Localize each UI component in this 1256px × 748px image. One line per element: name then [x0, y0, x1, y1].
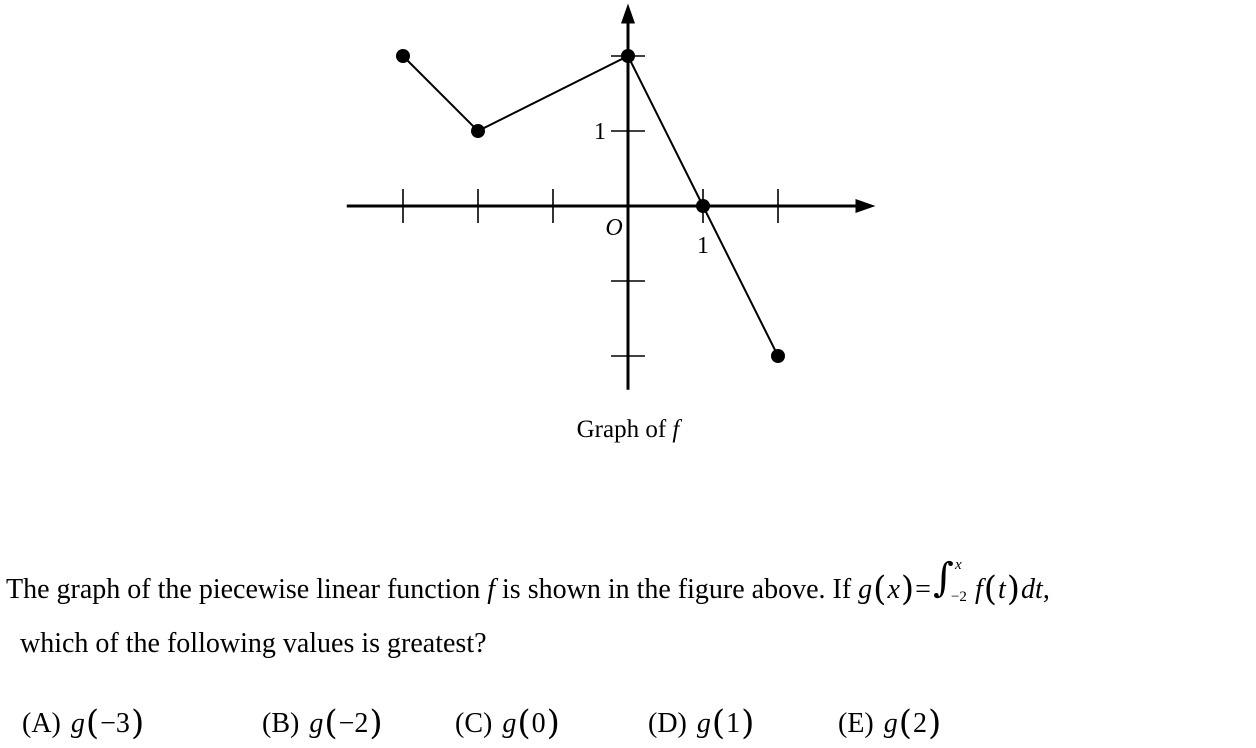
- integrand-right-paren: ): [1006, 569, 1021, 609]
- choice-arg: 1: [726, 708, 741, 739]
- question-line-2: which of the following values is greates…: [20, 628, 487, 659]
- choice-label: (D): [648, 708, 687, 739]
- integrand-left-paren: (: [983, 569, 997, 609]
- answer-choices: (A)g(−3) (B)g(−2) (C)g(0) (D)g(1) (E)g(2…: [0, 698, 1256, 748]
- choice-label: (C): [455, 708, 493, 739]
- x-axis-arrow: [855, 199, 876, 213]
- choice-fn: g: [696, 708, 711, 739]
- data-point: [396, 49, 410, 63]
- function-points: [396, 49, 785, 363]
- data-point: [471, 124, 485, 138]
- integral-lower-limit: −2: [950, 589, 967, 605]
- choice-left-paren: (: [517, 703, 531, 743]
- question-part-2: is shown in the figure above. If: [495, 574, 859, 605]
- choice-arg: 0: [531, 708, 546, 739]
- question-function-f: f: [487, 574, 496, 605]
- choice-fn: g: [883, 708, 898, 739]
- choice-left-paren: (: [898, 703, 913, 743]
- choice-b[interactable]: (B) g(−2): [262, 706, 384, 740]
- integrand-t: t: [997, 574, 1006, 605]
- choice-d[interactable]: (D) g(1): [648, 706, 755, 740]
- question-line-1: The graph of the piecewise linear functi…: [6, 558, 1050, 609]
- choice-fn: g: [502, 708, 517, 739]
- choice-left-paren: (: [324, 703, 338, 743]
- data-point: [771, 349, 785, 363]
- equals-sign: =: [915, 574, 931, 605]
- choice-label: (E): [838, 708, 874, 739]
- integrand-f: f: [974, 574, 983, 605]
- caption-function: f: [672, 416, 680, 443]
- choice-left-paren: (: [85, 703, 100, 743]
- choice-arg: −3: [100, 708, 130, 739]
- choice-arg: −2: [338, 708, 369, 739]
- caption-prefix: Graph of: [576, 416, 673, 443]
- integral-sign: ∫: [932, 555, 954, 601]
- x-symbol: x: [887, 574, 900, 605]
- g-symbol: g: [858, 574, 873, 605]
- choice-right-paren: ): [130, 703, 145, 743]
- y-tick-label: 1: [594, 119, 606, 145]
- question-part-1: The graph of the piecewise linear functi…: [6, 574, 488, 605]
- choice-c[interactable]: (C) g(0): [455, 706, 561, 740]
- figure-caption: Graph of f: [577, 416, 680, 444]
- choice-left-paren: (: [711, 703, 726, 743]
- left-paren: (: [873, 569, 887, 609]
- choice-right-paren: ): [928, 703, 942, 743]
- choice-label: (A): [22, 708, 61, 739]
- integral-upper-limit: x: [954, 557, 962, 573]
- origin-label: O: [605, 215, 622, 241]
- tick-labels: 11O: [594, 119, 709, 259]
- choice-label: (B): [262, 708, 300, 739]
- choice-fn: g: [70, 708, 85, 739]
- choice-right-paren: ): [546, 703, 560, 743]
- data-point: [696, 199, 710, 213]
- choice-arg: 2: [913, 708, 928, 739]
- graph-of-f: 11O: [346, 3, 876, 390]
- right-paren: ): [900, 569, 915, 609]
- integral: ∫x −2: [931, 558, 975, 605]
- axes: [346, 3, 876, 390]
- question-comma: ,: [1042, 574, 1050, 605]
- choice-e[interactable]: (E) g(2): [838, 706, 942, 740]
- choice-fn: g: [309, 708, 324, 739]
- choice-right-paren: ): [369, 703, 383, 743]
- choice-a[interactable]: (A) g(−3): [22, 706, 145, 740]
- choice-right-paren: ): [741, 703, 755, 743]
- x-tick-label: 1: [697, 233, 709, 259]
- y-axis-arrow: [621, 3, 635, 24]
- data-point: [621, 49, 635, 63]
- differential-dt: dt: [1021, 574, 1043, 605]
